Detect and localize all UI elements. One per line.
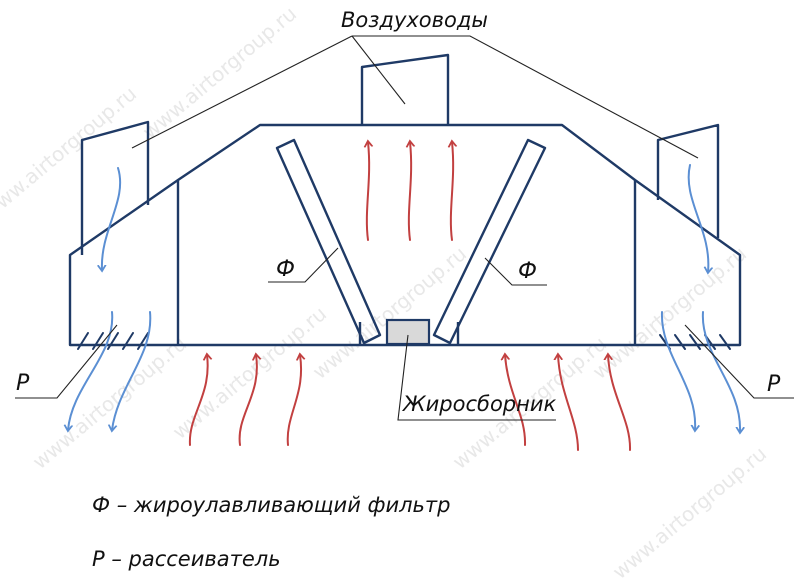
watermark-text-7: www.airtorgroup.ru [608, 441, 771, 583]
supply-arrows [68, 164, 740, 432]
diffuser-right [659, 334, 731, 350]
label-filter-right: Ф [518, 259, 537, 284]
leader-diffuser-left [15, 324, 118, 399]
duct-left [80, 120, 150, 255]
label-filter-left: Ф [276, 257, 295, 282]
ducts [80, 53, 720, 255]
label-grease-collector: Жиросборник [401, 392, 556, 416]
duct-right [656, 123, 720, 238]
grease-collector-box [385, 318, 431, 346]
label-diffuser-left: Р [16, 371, 30, 396]
watermark-text-1: www.airtorgroup.ru [0, 81, 141, 223]
watermark-text-6: www.airtorgroup.ru [588, 241, 751, 383]
watermark-text-2: www.airtorgroup.ru [28, 331, 191, 473]
watermark-text-4: www.airtorgroup.ru [308, 241, 471, 383]
label-diffuser-right: Р [767, 372, 781, 397]
leader-diffuser-right [684, 324, 794, 399]
leader-filter-left [268, 247, 339, 283]
legend-diffuser: Р – рассеиватель [92, 547, 281, 571]
leader-lines [15, 35, 794, 421]
duct-top [360, 53, 450, 125]
grease-filters [275, 138, 547, 345]
exhaust-arrows [188, 142, 632, 451]
label-ducts: Воздуховоды [341, 8, 488, 32]
legend: Ф – жироулавливающий фильтр Р – рассеива… [92, 493, 450, 571]
hood-outer-outline [68, 123, 742, 347]
leader-ducts-left [131, 35, 353, 149]
leader-grease-collector [397, 334, 556, 421]
leader-ducts-right [352, 35, 699, 159]
legend-filter: Ф – жироулавливающий фильтр [92, 493, 450, 517]
diffuser-left [77, 332, 149, 350]
filter-left [275, 138, 382, 345]
leader-filter-right [484, 257, 547, 286]
leader-ducts-top [351, 35, 406, 105]
filter-right [432, 138, 547, 345]
watermark-text-8: www.airtorgroup.ru [138, 1, 301, 143]
